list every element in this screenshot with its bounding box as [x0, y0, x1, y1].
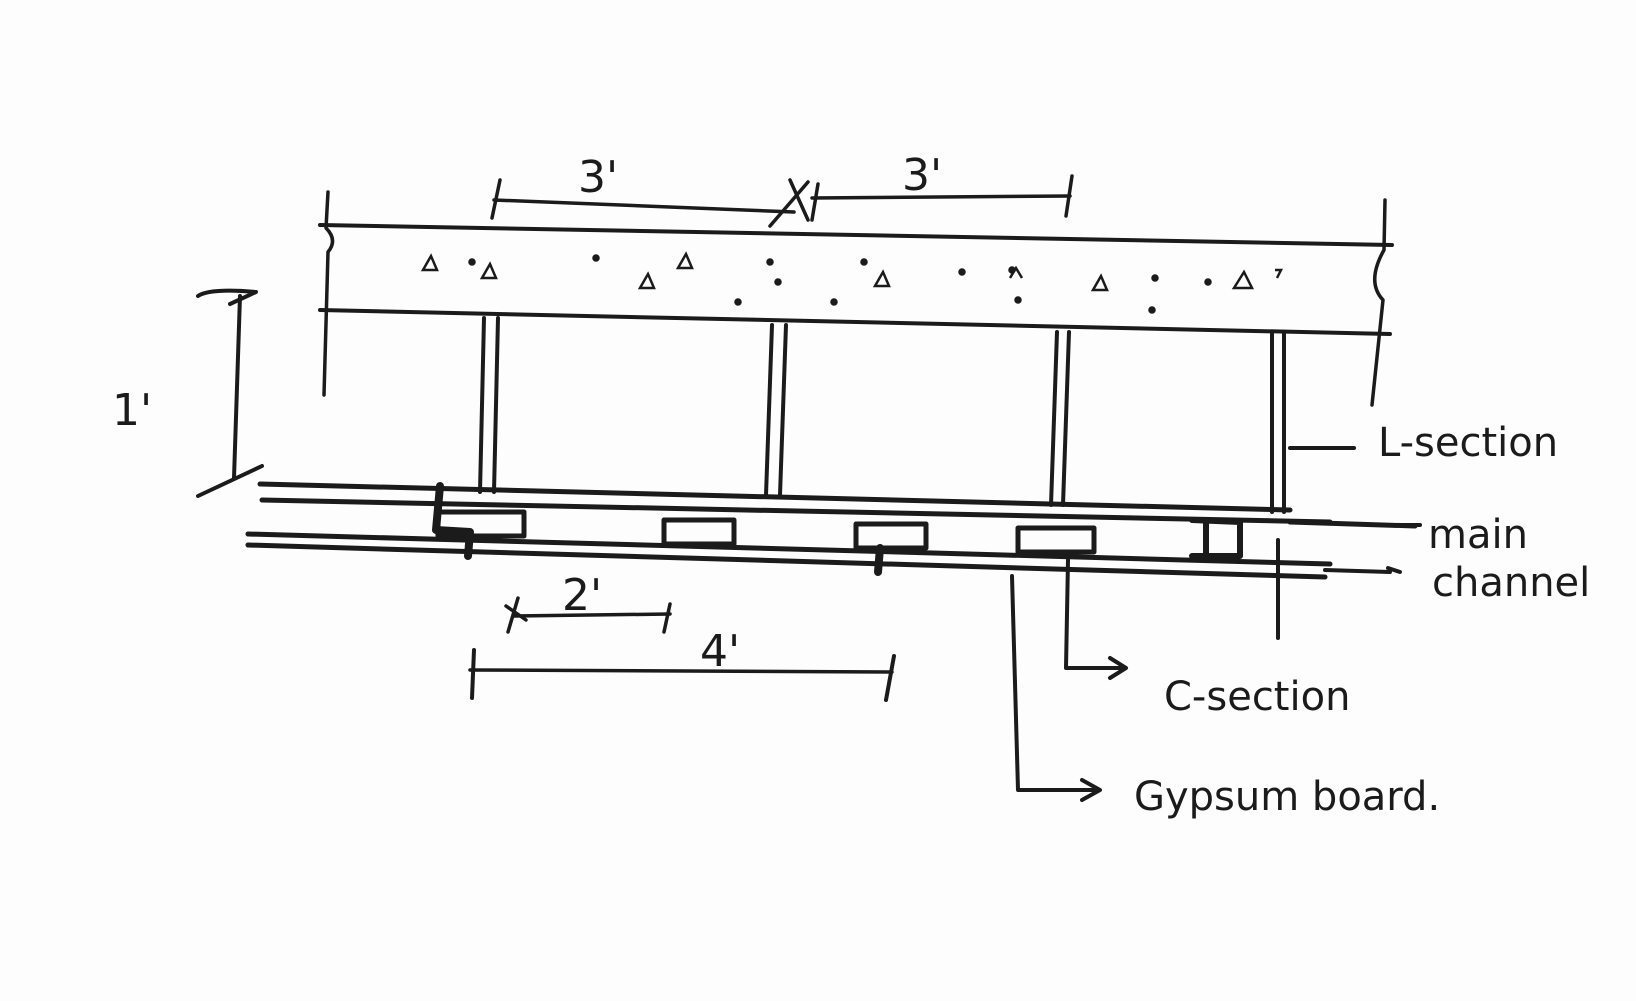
- hangers: [478, 316, 1286, 640]
- dimension-2ft: 2': [504, 570, 672, 634]
- c-section-2: [661, 517, 737, 547]
- leader-c-section: [1064, 558, 1128, 680]
- dim-label-2ft: 2': [562, 570, 602, 621]
- leader-gypsum-board: [1010, 574, 1102, 802]
- hanger-2: [764, 323, 788, 497]
- label-main-channel-line2: channel: [1432, 560, 1590, 606]
- c-section-4: [1015, 525, 1097, 555]
- hanger-4: [1270, 330, 1286, 640]
- dim-label-4ft: 4': [700, 626, 740, 677]
- concrete-aggregate: [420, 251, 1284, 314]
- c-section-3: [853, 521, 929, 576]
- dim-label-3ft-right: 3': [902, 150, 942, 201]
- c-section-1: [432, 482, 527, 560]
- gypsum-board: [245, 531, 1392, 580]
- dimension-3ft-right: 3': [810, 150, 1074, 222]
- label-l-section: L-section: [1378, 420, 1558, 466]
- c-section-5: [1189, 517, 1243, 563]
- dimension-4ft: 4': [468, 626, 896, 702]
- label-gypsum-board: Gypsum board.: [1134, 774, 1440, 820]
- dimension-1ft: 1': [112, 288, 264, 498]
- dim-label-3ft-left: 3': [578, 152, 618, 203]
- c-sections: [432, 482, 1243, 576]
- hanger-1: [478, 316, 500, 494]
- leader-main-channel: [1380, 523, 1422, 574]
- dimension-3ft-left: 3': [490, 152, 810, 228]
- hanger-3: [1049, 330, 1071, 507]
- dim-label-1ft: 1': [112, 385, 152, 436]
- label-c-section: C-section: [1164, 674, 1350, 720]
- label-main-channel-line1: main: [1428, 512, 1528, 558]
- concrete-slab: [318, 190, 1394, 407]
